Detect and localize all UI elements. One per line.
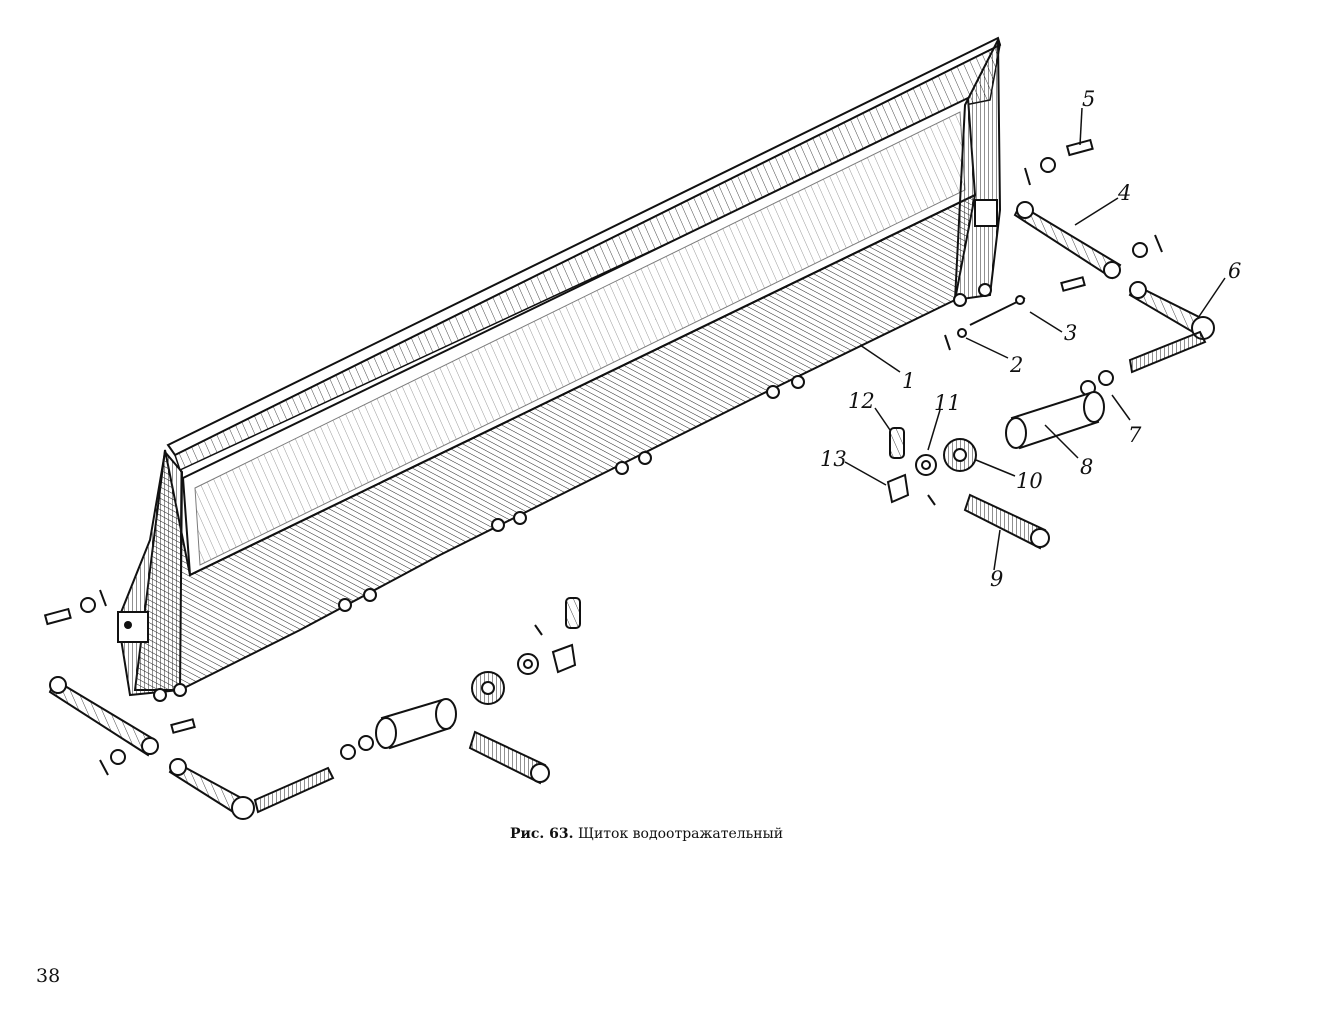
left-bushing <box>517 653 539 675</box>
crank-6 <box>1128 281 1215 374</box>
callout-6: 6 <box>1228 259 1241 283</box>
left-latch-spring <box>534 597 581 674</box>
bushing-11 <box>915 454 937 476</box>
left-end-plate <box>116 449 184 697</box>
right-end-plate <box>953 39 1002 302</box>
left-crank <box>168 758 335 820</box>
bolt-5 <box>1065 138 1094 157</box>
left-pedal <box>468 730 550 785</box>
callout-1: 1 <box>902 369 915 393</box>
page-number: 38 <box>36 965 61 987</box>
left-washers <box>340 735 374 760</box>
lever-4 <box>1013 201 1122 280</box>
gear-10 <box>943 438 977 472</box>
nut-and-cotter-upper <box>1024 157 1056 186</box>
callout-13: 13 <box>820 447 847 471</box>
pedal-9 <box>963 493 1050 550</box>
latch-13 <box>886 473 936 506</box>
washers-7 <box>1080 370 1114 396</box>
spring-12 <box>889 427 905 459</box>
figure-caption-prefix: Рис. 63. <box>510 826 574 842</box>
callout-2: 2 <box>1009 353 1023 377</box>
callout-3: 3 <box>1064 321 1077 345</box>
callout-8: 8 <box>1080 455 1093 479</box>
left-nut-cotter <box>99 718 196 776</box>
left-hinge-bracket <box>117 611 149 643</box>
callout-9: 9 <box>990 567 1003 591</box>
figure-caption-text: Щиток водоотражательный <box>573 826 784 842</box>
left-bolt-nut <box>43 589 107 626</box>
mounting-lugs <box>153 283 992 702</box>
left-gear <box>471 671 505 705</box>
rod-3 <box>969 295 1026 326</box>
left-lever <box>48 676 159 757</box>
cotter-2 <box>944 328 967 351</box>
callout-5: 5 <box>1082 87 1095 111</box>
callout-labels: 5 4 6 3 2 1 7 8 10 9 11 12 13 <box>820 87 1241 591</box>
callout-11: 11 <box>934 391 961 415</box>
right-hinge-bracket <box>974 199 998 227</box>
leader-lines <box>844 107 1226 571</box>
callout-7: 7 <box>1128 423 1142 447</box>
callout-10: 10 <box>1016 469 1043 493</box>
shield-panel <box>116 36 1002 702</box>
left-sleeve <box>375 698 457 750</box>
nut-and-cotter-right <box>1060 234 1163 292</box>
figure-caption: Рис. 63. Щиток водоотражательный <box>510 826 783 842</box>
callout-4: 4 <box>1117 181 1131 205</box>
sleeve-8 <box>1005 391 1105 450</box>
callout-12: 12 <box>848 389 875 413</box>
